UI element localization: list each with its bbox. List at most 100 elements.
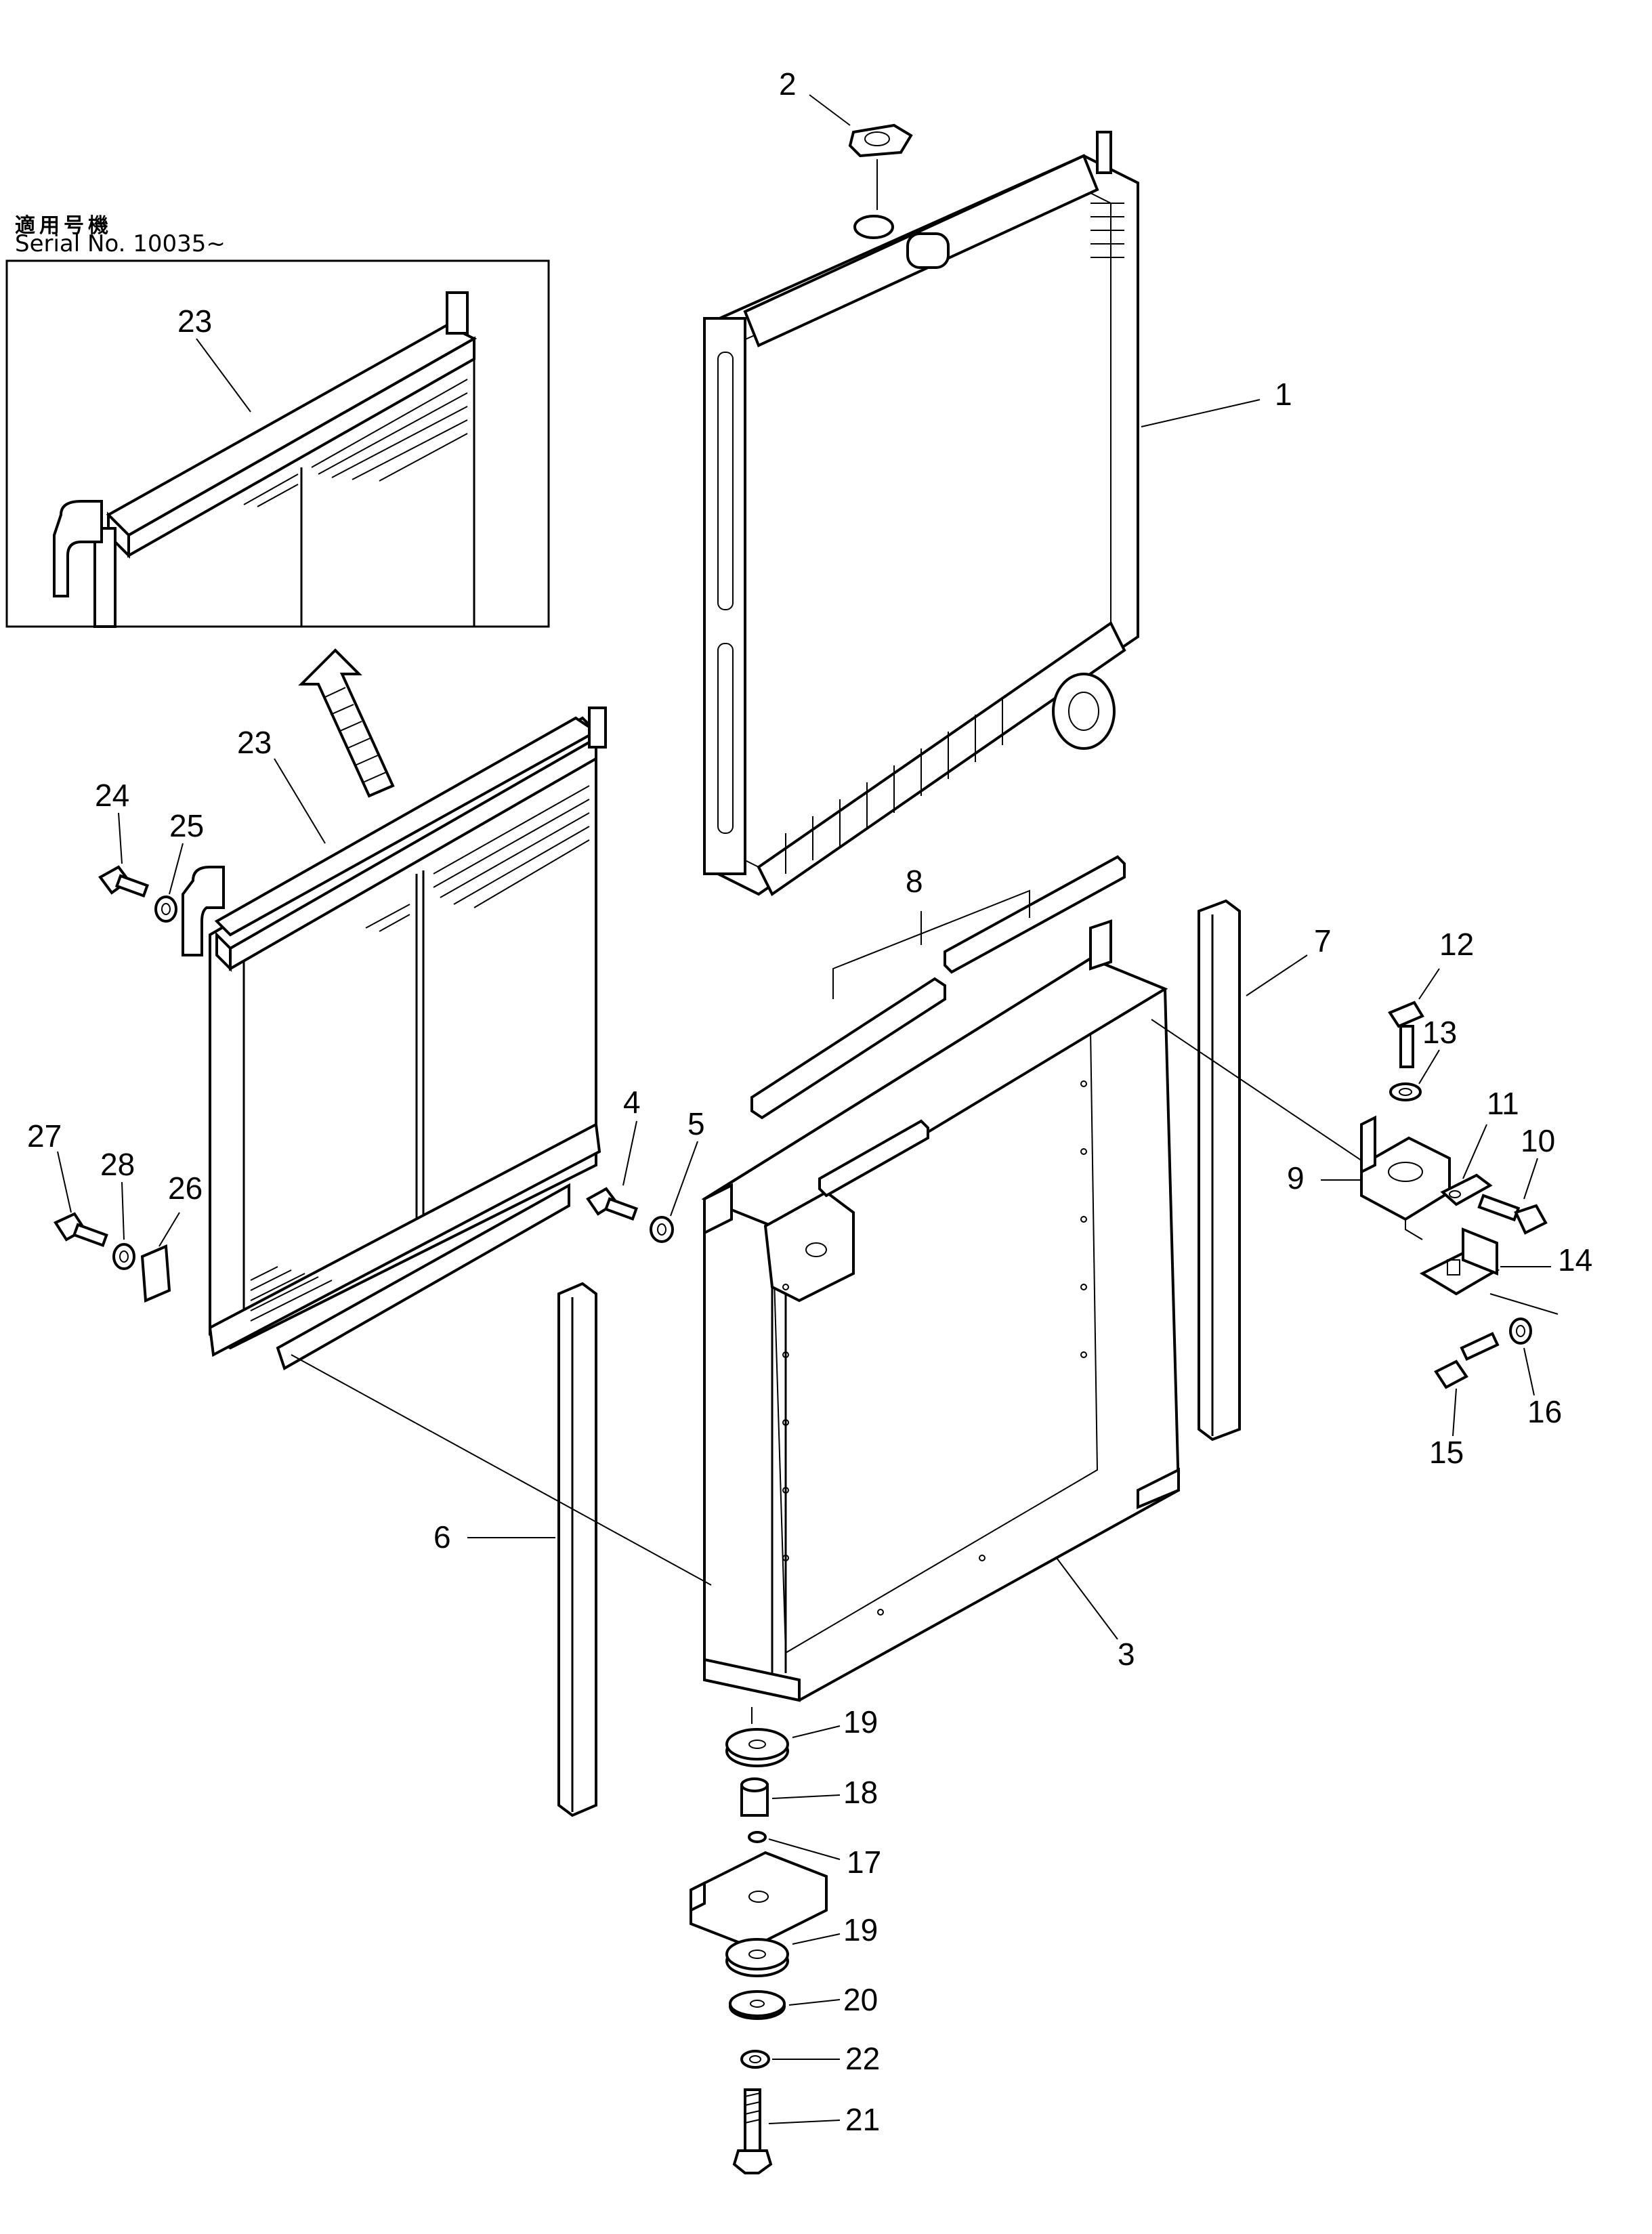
- leader-23-inset: [196, 338, 251, 413]
- callout-25: 25: [169, 808, 204, 843]
- leader-13: [1418, 1049, 1440, 1084]
- washer-13: [1389, 1082, 1422, 1101]
- callout-19b: 19: [843, 1912, 878, 1947]
- leader-27: [57, 1151, 72, 1213]
- plate-26: [140, 1244, 171, 1303]
- callout-1: 1: [1275, 377, 1292, 412]
- bolt-10: [1477, 1194, 1548, 1235]
- leader-19b: [792, 1933, 841, 1945]
- leader-17: [768, 1838, 841, 1860]
- callout-6: 6: [433, 1519, 451, 1555]
- inset-serial-label: Serial No. 10035~: [15, 230, 226, 257]
- leader-12: [1418, 968, 1440, 1000]
- leader-3: [1056, 1557, 1118, 1640]
- callout-2: 2: [779, 66, 797, 102]
- plate-20: [729, 1990, 786, 2020]
- callout-20: 20: [843, 1982, 878, 2017]
- leader-5: [670, 1141, 698, 1217]
- leader-10: [1523, 1158, 1538, 1200]
- cushion-19-top: [725, 1728, 789, 1767]
- callout-8: 8: [906, 864, 923, 899]
- seal-right: [1198, 899, 1241, 1441]
- bolt-4: [586, 1187, 639, 1221]
- leader-26: [158, 1212, 180, 1247]
- leader-7: [1246, 954, 1308, 996]
- leader-11: [1462, 1124, 1487, 1179]
- washer-25: [154, 895, 177, 923]
- inset-oil-cooler-top: [53, 291, 478, 628]
- bolt-27: [54, 1212, 108, 1247]
- bracket-14: [1419, 1227, 1500, 1296]
- callout-24: 24: [95, 778, 129, 813]
- leader-16: [1523, 1347, 1535, 1396]
- leader-18: [771, 1794, 841, 1799]
- callout-4: 4: [623, 1084, 641, 1120]
- mount-plate: [690, 1851, 828, 1950]
- callout-5: 5: [687, 1106, 705, 1141]
- callout-19a: 19: [843, 1704, 878, 1740]
- assembly-line-cooler: [291, 1354, 712, 1586]
- detail-arrow: [298, 648, 395, 798]
- radiator-side-tank-left: [703, 317, 746, 875]
- callout-27: 27: [27, 1118, 62, 1154]
- leader-2: [809, 94, 851, 126]
- callout-23-main: 23: [237, 725, 272, 760]
- assembly-line-bracket: [1151, 1019, 1389, 1179]
- radiator-cap: [848, 123, 913, 210]
- bolt-24: [98, 865, 150, 898]
- bolt-21: [732, 2088, 773, 2174]
- radiator-outlet: [1052, 673, 1116, 750]
- washer-11: [1440, 1173, 1493, 1206]
- inset-detail: 23: [5, 259, 550, 628]
- callout-9: 9: [1287, 1160, 1305, 1196]
- callout-28: 28: [100, 1147, 135, 1182]
- leader-25: [169, 843, 184, 895]
- callout-14: 14: [1558, 1242, 1592, 1278]
- callout-10: 10: [1521, 1123, 1555, 1158]
- callout-17: 17: [847, 1845, 881, 1880]
- leader-4: [622, 1120, 637, 1186]
- leader-15: [1452, 1388, 1457, 1437]
- radiator-inlet-pipe: [906, 232, 950, 269]
- shroud-frame: [701, 919, 1181, 1702]
- leader-24: [118, 812, 123, 864]
- oil-cooler-elbow-pipe: [182, 866, 225, 956]
- callout-7: 7: [1314, 923, 1332, 958]
- seal-bars: [750, 855, 1126, 1198]
- bolt-12: [1388, 1000, 1424, 1068]
- oil-cooler-core-hatch: [250, 785, 590, 1322]
- callout-15: 15: [1429, 1435, 1464, 1470]
- leader-1: [1141, 399, 1261, 427]
- inset-applicability-label: 適用号機: [15, 214, 112, 238]
- callout-3: 3: [1118, 1637, 1135, 1672]
- bolt-15: [1434, 1332, 1500, 1389]
- inset-frame: [5, 259, 550, 628]
- leader-19a: [792, 1725, 841, 1738]
- oil-cooler: [182, 707, 607, 1370]
- washer-28: [112, 1243, 135, 1270]
- callout-21: 21: [845, 2102, 880, 2137]
- bracket-9: [1360, 1115, 1451, 1221]
- washer-16: [1509, 1318, 1532, 1345]
- radiator: [703, 131, 1139, 896]
- spacer-18: [740, 1777, 769, 1817]
- callout-13: 13: [1422, 1015, 1457, 1050]
- radiator-core-hatch: [785, 203, 1124, 874]
- callout-22: 22: [845, 2041, 880, 2076]
- cushion-19-bottom: [725, 1938, 789, 1977]
- callout-23-inset: 23: [177, 303, 212, 339]
- leader-28: [121, 1181, 125, 1240]
- washer-22: [740, 2050, 770, 2069]
- inset-elbow-pipe: [53, 500, 103, 597]
- callout-11: 11: [1487, 1086, 1519, 1121]
- seal-left: [557, 1282, 597, 1817]
- leader-20: [788, 1999, 841, 2006]
- leader-21: [768, 2120, 841, 2124]
- callout-16: 16: [1527, 1394, 1562, 1429]
- callout-26: 26: [168, 1171, 203, 1206]
- washer-5: [650, 1216, 674, 1243]
- leader-23-main: [274, 758, 326, 844]
- callout-18: 18: [843, 1775, 878, 1810]
- leader-8-bracket: [832, 889, 1030, 999]
